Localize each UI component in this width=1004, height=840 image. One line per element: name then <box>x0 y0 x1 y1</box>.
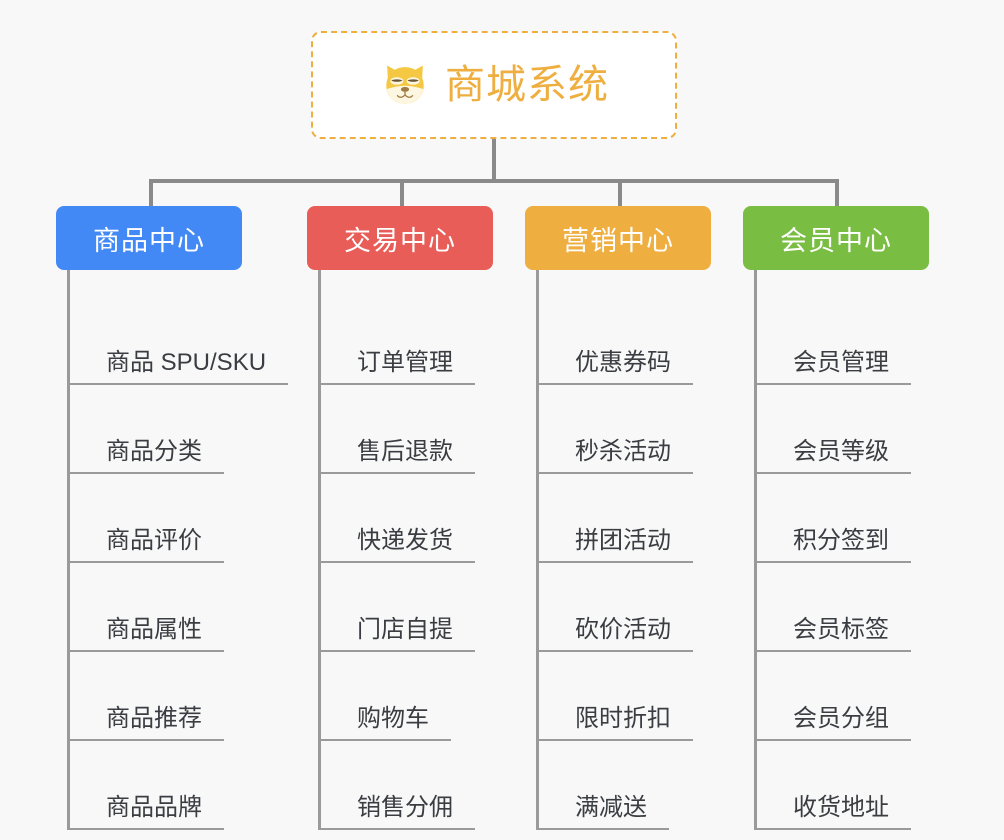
connector-drop-2 <box>400 179 404 208</box>
connector-horizontal-bus <box>149 179 839 183</box>
list-item-label: 会员分组 <box>757 705 911 741</box>
list-item-label: 快递发货 <box>321 527 475 563</box>
list-item[interactable]: 秒杀活动 <box>539 385 711 474</box>
list-item[interactable]: 商品品牌 <box>70 741 288 830</box>
list-item-label: 收货地址 <box>757 794 911 830</box>
list-item-label: 限时折扣 <box>539 705 693 741</box>
list-item-label: 积分签到 <box>757 527 911 563</box>
list-item[interactable]: 会员分组 <box>757 652 929 741</box>
list-item[interactable]: 会员管理 <box>757 296 929 385</box>
branch-column-4: 会员中心 会员管理 会员等级 积分签到 会员标签 会员分组 收货地址 <box>743 206 929 830</box>
list-item-label: 售后退款 <box>321 438 475 474</box>
branch-header-4-label: 会员中心 <box>780 225 892 256</box>
connector-drop-1 <box>149 179 153 208</box>
connector-drop-3 <box>618 179 622 208</box>
connector-root-stem <box>492 139 496 182</box>
list-item-label: 秒杀活动 <box>539 438 693 474</box>
branch-header-3[interactable]: 营销中心 <box>525 206 711 270</box>
list-item-label: 商品 SPU/SKU <box>70 349 289 385</box>
branch-header-2[interactable]: 交易中心 <box>307 206 493 270</box>
branch-4-leaf-list: 会员管理 会员等级 积分签到 会员标签 会员分组 收货地址 <box>754 270 929 830</box>
connector-drop-4 <box>835 179 839 208</box>
branch-1-leaf-list: 商品 SPU/SKU 商品分类 商品评价 商品属性 商品推荐 商品品牌 <box>67 270 289 830</box>
list-item[interactable]: 砍价活动 <box>539 563 711 652</box>
list-item-label: 会员管理 <box>757 349 911 385</box>
list-item[interactable]: 会员标签 <box>757 563 929 652</box>
branch-column-1: 商品中心 商品 SPU/SKU 商品分类 商品评价 商品属性 商品推荐 商品品牌 <box>56 206 289 830</box>
branch-header-1-label: 商品中心 <box>93 225 205 256</box>
list-item-label: 商品推荐 <box>70 705 224 741</box>
list-item[interactable]: 优惠券码 <box>539 296 711 385</box>
list-item-label: 商品分类 <box>70 438 224 474</box>
root-node-mall-system[interactable]: 商城系统 <box>311 31 677 139</box>
list-item[interactable]: 门店自提 <box>321 563 493 652</box>
list-item-label: 拼团活动 <box>539 527 693 563</box>
list-item-label: 会员等级 <box>757 438 911 474</box>
list-item[interactable]: 积分签到 <box>757 474 929 563</box>
list-item-label: 销售分佣 <box>321 794 475 830</box>
shiba-inu-face-icon <box>386 65 424 104</box>
list-item[interactable]: 满减送 <box>539 741 711 830</box>
list-item-label: 商品评价 <box>70 527 224 563</box>
list-item[interactable]: 销售分佣 <box>321 741 493 830</box>
list-item-label: 订单管理 <box>321 349 475 385</box>
list-item[interactable]: 收货地址 <box>757 741 929 830</box>
list-item-label: 门店自提 <box>321 616 475 652</box>
branch-column-2: 交易中心 订单管理 售后退款 快递发货 门店自提 购物车 销售分佣 <box>307 206 493 830</box>
list-item[interactable]: 商品分类 <box>70 385 288 474</box>
list-item-label: 砍价活动 <box>539 616 693 652</box>
list-item-label: 优惠券码 <box>539 349 693 385</box>
list-item[interactable]: 快递发货 <box>321 474 493 563</box>
list-item[interactable]: 商品评价 <box>70 474 288 563</box>
list-item-label: 购物车 <box>321 705 451 741</box>
list-item[interactable]: 商品属性 <box>70 563 288 652</box>
branch-3-leaf-list: 优惠券码 秒杀活动 拼团活动 砍价活动 限时折扣 满减送 <box>536 270 711 830</box>
list-item[interactable]: 限时折扣 <box>539 652 711 741</box>
list-item[interactable]: 商品 SPU/SKU <box>70 296 289 385</box>
list-item[interactable]: 售后退款 <box>321 385 493 474</box>
branch-column-3: 营销中心 优惠券码 秒杀活动 拼团活动 砍价活动 限时折扣 满减送 <box>525 206 711 830</box>
list-item-label: 会员标签 <box>757 616 911 652</box>
list-item[interactable]: 商品推荐 <box>70 652 288 741</box>
list-item-label: 商品属性 <box>70 616 224 652</box>
list-item-label: 满减送 <box>539 794 669 830</box>
root-node-label: 商城系统 <box>445 63 609 107</box>
branch-header-2-label: 交易中心 <box>344 225 456 256</box>
list-item-label: 商品品牌 <box>70 794 224 830</box>
branch-header-3-label: 营销中心 <box>562 225 674 256</box>
list-item[interactable]: 购物车 <box>321 652 493 741</box>
list-item[interactable]: 订单管理 <box>321 296 493 385</box>
branch-header-1[interactable]: 商品中心 <box>56 206 242 270</box>
branch-header-4[interactable]: 会员中心 <box>743 206 929 270</box>
branch-2-leaf-list: 订单管理 售后退款 快递发货 门店自提 购物车 销售分佣 <box>318 270 493 830</box>
list-item[interactable]: 会员等级 <box>757 385 929 474</box>
list-item[interactable]: 拼团活动 <box>539 474 711 563</box>
